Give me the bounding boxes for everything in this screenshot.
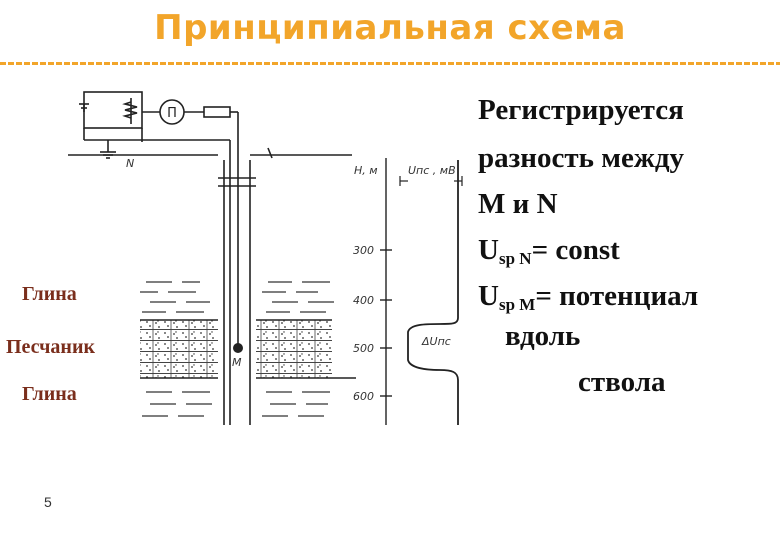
surface-circuit [79,91,239,182]
clay-layer-bottom [142,391,330,417]
note-line-5: Usp M= потенциал [478,280,698,315]
note-line-3: М и N [478,188,558,220]
depth-axis-label: Н, м [354,164,378,177]
title-divider [0,62,780,65]
layer-label-clay-bottom: Глина [22,383,77,405]
note-line-5-subscript: sp M [498,295,536,314]
borehole [218,160,256,425]
note-line-2: разность между [478,142,685,174]
sandstone-layer [140,319,356,379]
note-line-4-subscript: sp N [498,249,532,268]
note-line-1: Регистрируется [478,94,684,126]
note-line-7: ствола [578,366,666,398]
depth-axis [380,158,392,425]
depth-tick-600: 600 [353,390,374,403]
meter-label: П [167,106,177,121]
sp-curve-axis-label: Uпс , мВ [408,164,456,177]
electrode-m [233,343,243,353]
note-line-4: Usp N= const [478,234,620,269]
note-line-4-value: = const [531,234,620,266]
sp-curve [407,160,459,425]
clay-layer-top [140,281,334,313]
depth-tick-500: 500 [353,342,374,355]
sp-curve-axis [399,176,463,186]
layer-label-clay-top: Глина [22,283,77,305]
slide-title: Принципиальная схема [154,8,626,48]
note-line-5-symbol: U [478,280,499,312]
note-line-5-value: = потенциал [535,280,699,312]
note-line-4-symbol: U [478,234,499,266]
depth-tick-400: 400 [353,294,374,307]
page-number: 5 [44,494,52,510]
depth-tick-300: 300 [353,244,374,257]
electrode-n-label: N [126,157,134,170]
sp-anomaly-label: ΔUпс [421,335,451,348]
electrode-m-label: M [232,356,242,369]
ground-surface [68,147,352,159]
compensator-box [83,91,143,129]
layer-label-sandstone: Песчаник [6,336,96,358]
note-line-6: вдоль [505,320,581,352]
resistor-box [203,106,231,118]
